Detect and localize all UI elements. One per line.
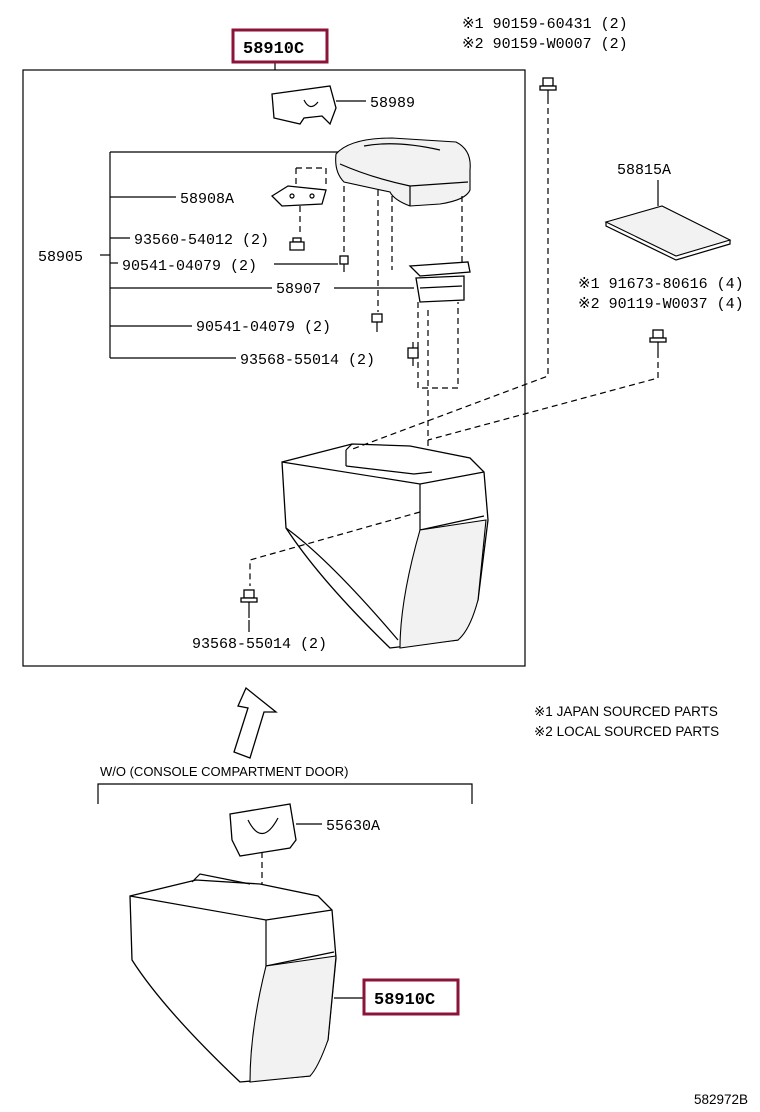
bracket-part <box>408 261 471 303</box>
lower-console-part <box>129 873 337 1083</box>
hinge-plate-label[interactable]: 58908A <box>180 191 234 208</box>
main-assembly-callout[interactable]: 58910C <box>231 28 329 64</box>
door-part-label[interactable]: 55630A <box>326 818 380 835</box>
lower-assembly-callout[interactable]: 58910C <box>362 978 460 1016</box>
bolt-a-icon <box>339 255 349 272</box>
screw-b-icon <box>407 342 419 366</box>
fastener-top-local[interactable]: ※2 90159-W0007 (2) <box>462 36 628 53</box>
cover-top-part <box>271 85 337 126</box>
armrest-group-label[interactable]: 58905 <box>38 249 83 266</box>
fastener-top-icon <box>539 77 557 104</box>
bolt-b-label[interactable]: 90541-04079 (2) <box>196 319 331 336</box>
mat-part <box>604 205 732 261</box>
console-base-part <box>281 443 489 649</box>
legend-jp: ※1 JAPAN SOURCED PARTS <box>534 704 718 719</box>
main-assembly-highlight-box <box>231 28 329 64</box>
lower-assembly-number: 58910C <box>374 991 435 1010</box>
main-assembly-number: 58910C <box>243 40 304 59</box>
hinge-plate-part <box>270 185 327 207</box>
fastener-top-jp[interactable]: ※1 90159-60431 (2) <box>462 16 628 33</box>
up-arrow-icon <box>233 686 278 759</box>
cover-top-label[interactable]: 58989 <box>370 95 415 112</box>
armrest-lid-part <box>335 137 471 207</box>
bolt-b-icon <box>371 313 383 332</box>
fastener-right-icon <box>649 329 667 358</box>
variant-caption: W/O (CONSOLE COMPARTMENT DOOR) <box>100 764 348 779</box>
legend-local: ※2 LOCAL SOURCED PARTS <box>534 724 719 739</box>
fastener-right-local[interactable]: ※2 90119-W0037 (4) <box>578 296 744 313</box>
bracket-label[interactable]: 58907 <box>276 281 321 298</box>
screw-b-label[interactable]: 93568-55014 (2) <box>240 352 375 369</box>
assembly-frame <box>22 69 526 667</box>
screw-c-label[interactable]: 93568-55014 (2) <box>192 636 327 653</box>
screw-c-icon <box>240 589 258 618</box>
door-part <box>229 803 297 857</box>
screw-a-label[interactable]: 93560-54012 (2) <box>134 232 269 249</box>
mat-label[interactable]: 58815A <box>617 162 671 179</box>
fastener-right-jp[interactable]: ※1 91673-80616 (4) <box>578 276 744 293</box>
figure-code: 582972B <box>694 1092 748 1107</box>
screw-a-icon <box>289 237 305 251</box>
bolt-a-label[interactable]: 90541-04079 (2) <box>122 258 257 275</box>
lower-assembly-highlight-box <box>362 978 460 1016</box>
